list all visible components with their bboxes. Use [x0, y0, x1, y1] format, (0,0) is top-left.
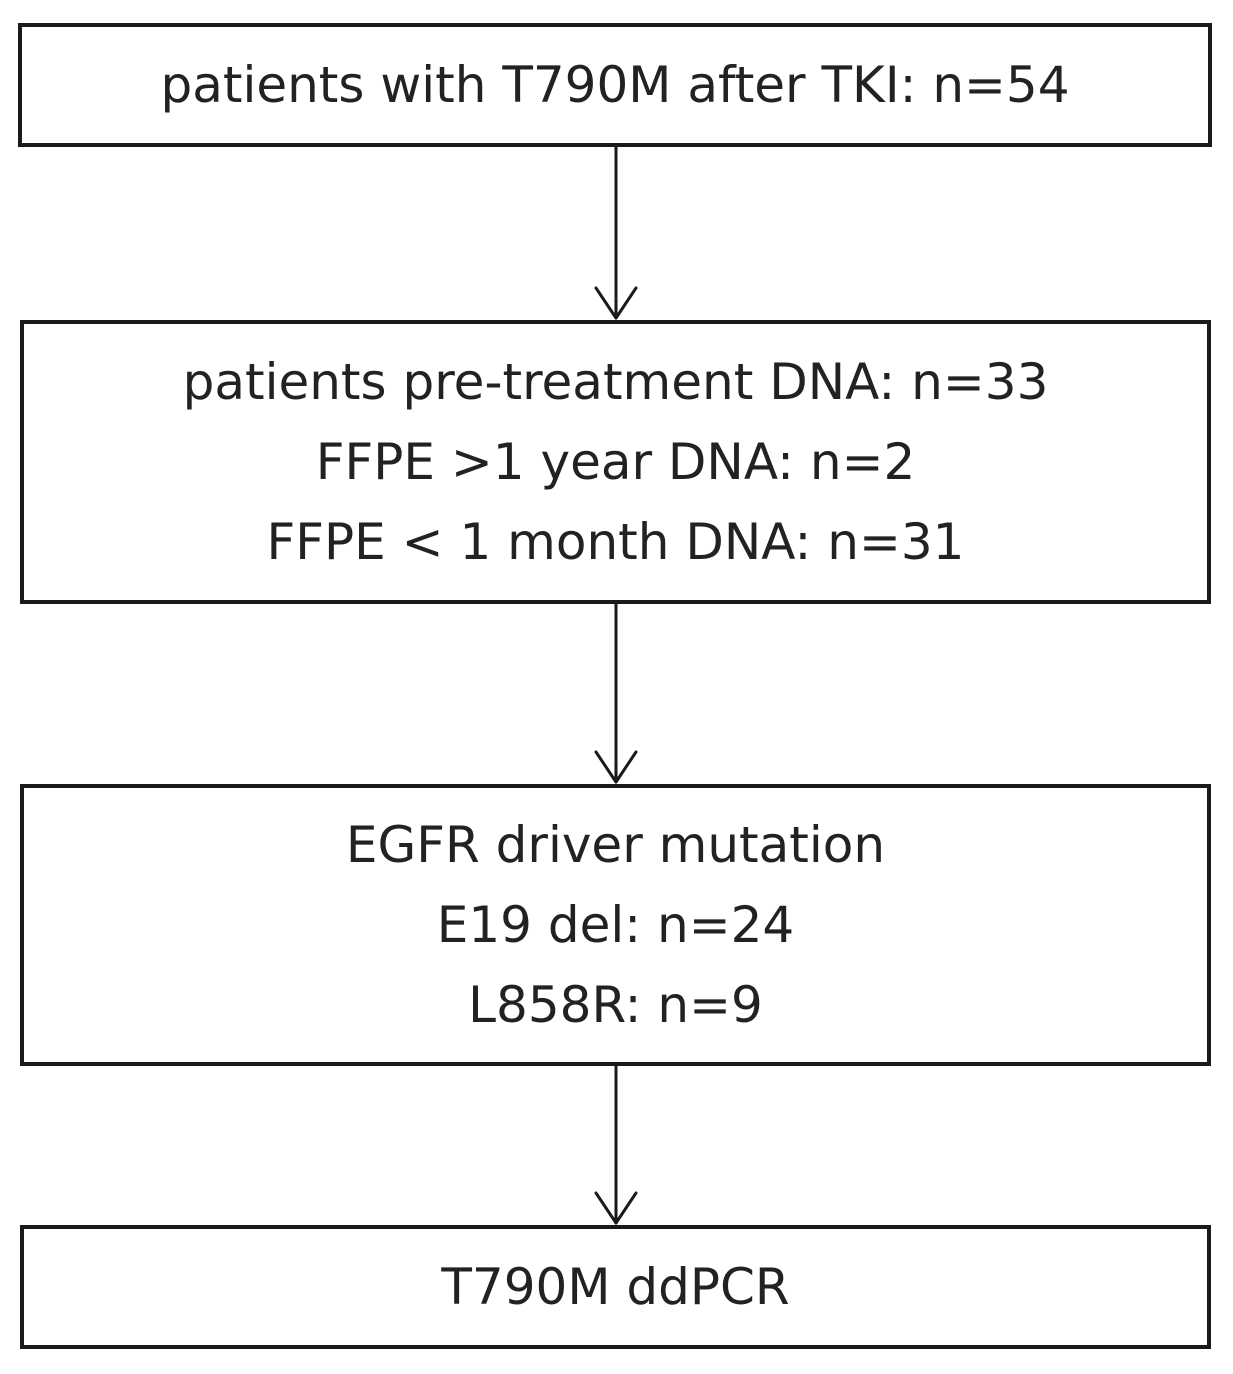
box-1-line-1: patients with T790M after TKI: n=54 [160, 56, 1070, 114]
arrow-step-2-to-3 [594, 602, 638, 784]
box-2-line-1: patients pre-treatment DNA: n=33 [182, 353, 1049, 411]
box-3-line-1: EGFR driver mutation [345, 816, 886, 874]
flow-box-patients-t790m: patients with T790M after TKI: n=54 [18, 23, 1212, 147]
box-2-line-2: FFPE >1 year DNA: n=2 [315, 433, 916, 491]
arrow-step-1-to-2 [594, 145, 638, 320]
flow-box-t790m-ddpcr: T790M ddPCR [20, 1225, 1211, 1349]
flow-box-egfr-driver-mutation: EGFR driver mutation E19 del: n=24 L858R… [20, 784, 1211, 1066]
box-2-line-3: FFPE < 1 month DNA: n=31 [266, 513, 965, 571]
box-4-line-1: T790M ddPCR [441, 1258, 790, 1316]
box-3-line-2: E19 del: n=24 [436, 896, 795, 954]
flow-box-pretreatment-dna: patients pre-treatment DNA: n=33 FFPE >1… [20, 320, 1211, 604]
arrow-step-3-to-4 [594, 1064, 638, 1225]
box-3-line-3: L858R: n=9 [468, 976, 763, 1034]
